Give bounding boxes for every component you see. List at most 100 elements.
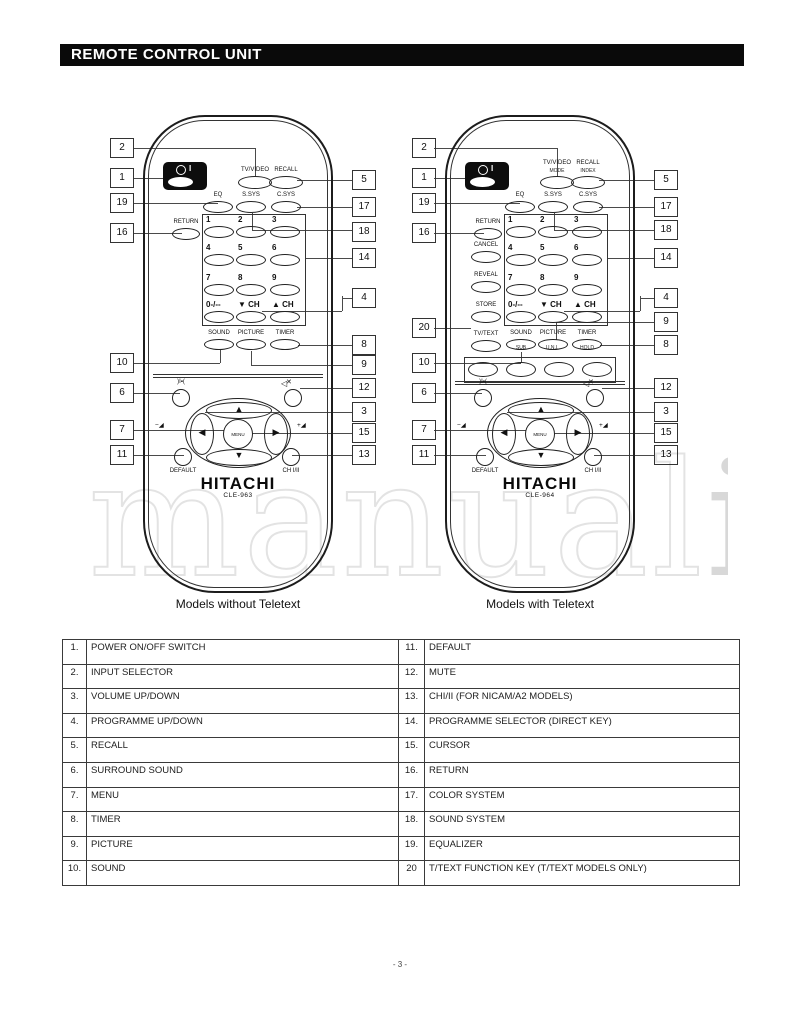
remote-inner-outline [450,120,630,588]
d4-button [204,254,234,266]
fn3-button [544,362,574,377]
button-group-box [202,214,306,326]
legend-label-cell: PROGRAMME SELECTOR (DIRECT KEY) [425,714,739,739]
eq-label: EQ [515,192,525,198]
leader-line [554,230,654,231]
leader-line [594,455,654,456]
callout-4: 4 [352,288,376,308]
sound-button [204,339,234,350]
d8-label: 8 [238,273,243,282]
remote-body-outline [445,115,635,593]
power-button: I [163,162,207,190]
d3-button [270,226,300,238]
ch-up-button [572,311,602,323]
unl-label: U.N.L. [545,345,561,351]
leader-line [557,148,558,176]
arrow-up-icon: ▲ [234,404,244,414]
leader-line [640,298,654,299]
d2-button [236,226,266,238]
vol-up-icon: +◢ [599,422,608,429]
callout-17: 17 [654,197,678,217]
d1-label: 1 [206,215,211,224]
return-label: RETURN [475,219,501,225]
callout-13: 13 [654,445,678,465]
dpad-petal-up [508,402,574,419]
d3-label: 3 [574,215,579,224]
d6-button [270,254,300,266]
d0-label: 0-/-- [206,300,221,309]
picture-button [236,339,266,350]
leader-line [434,455,486,456]
callout-17: 17 [352,197,376,217]
callout-14: 14 [654,248,678,268]
d9-label: 9 [272,273,277,282]
callout-1: 1 [110,168,134,188]
c-sys-button [573,201,603,213]
leader-line [134,393,180,394]
store-button [471,311,501,323]
sub-label: SUB [515,345,527,351]
legend-number-cell: 14. [399,713,425,739]
vol-up-icon: +◢ [297,422,306,429]
dpad-petal-down [206,449,272,466]
callout-16: 16 [110,223,134,243]
recall-label: RECALL [274,167,298,173]
legend-number-cell: 6. [63,762,87,788]
d6-label: 6 [574,243,579,252]
d9-button [270,284,300,296]
tv-text-label: TV/TEXT [473,331,499,337]
leader-line [262,311,342,312]
legend-number-cell: 15. [399,738,425,763]
leader-line [342,298,352,299]
remote-inner-outline [148,120,328,588]
d8-button [236,284,266,296]
legend-number-cell: 11. [399,640,425,665]
legend-number-cell: 9. [63,836,87,862]
d7-label: 7 [508,273,513,282]
d4-label: 4 [508,243,513,252]
eq-label: EQ [213,192,223,198]
c-sys-label: C.SYS [578,192,597,198]
leader-line [251,365,352,366]
ch-up-label: ▲ CH [574,300,596,309]
dpad-petal-right [566,413,590,455]
legend-label-cell: EQUALIZER [425,837,739,862]
legend-number-cell: 2. [63,664,87,690]
callout-4: 4 [654,288,678,308]
callout-2: 2 [110,138,134,158]
leader-line [550,433,654,434]
ch-i-ii-label: CH I/II [282,468,300,474]
callout-5: 5 [654,170,678,190]
reveal-button [471,281,501,293]
panel-divider [455,381,625,382]
dpad-petal-right [264,413,288,455]
power-key [470,177,495,187]
model-number: CLE-963 [223,492,253,499]
caption-right-remote: Models with Teletext [486,597,594,611]
return-button [172,228,200,240]
button-group-box [464,357,616,383]
callout-1: 1 [412,168,436,188]
ch-i-ii-button [584,448,602,466]
legend-label-cell: RETURN [425,763,739,788]
leader-line [251,351,252,365]
leader-line [306,258,352,259]
callout-7: 7 [412,420,436,440]
d3-label: 3 [272,215,277,224]
arrow-left-icon: ◀ [500,427,508,437]
legend-number-cell: 3. [63,689,87,714]
eq-button [505,201,535,213]
sound-label: SOUND [510,330,532,336]
surround-button [172,389,190,407]
default-btn-label: DEFAULT [471,468,499,474]
legend-label-cell: TIMER [87,812,399,837]
arrow-up-icon: ▲ [536,404,546,414]
return-label: RETURN [173,219,199,225]
legend-label-cell: CURSOR [425,738,739,763]
leader-line [434,393,482,394]
callout-8: 8 [654,335,678,355]
ch-down-label: ▼ CH [540,300,562,309]
